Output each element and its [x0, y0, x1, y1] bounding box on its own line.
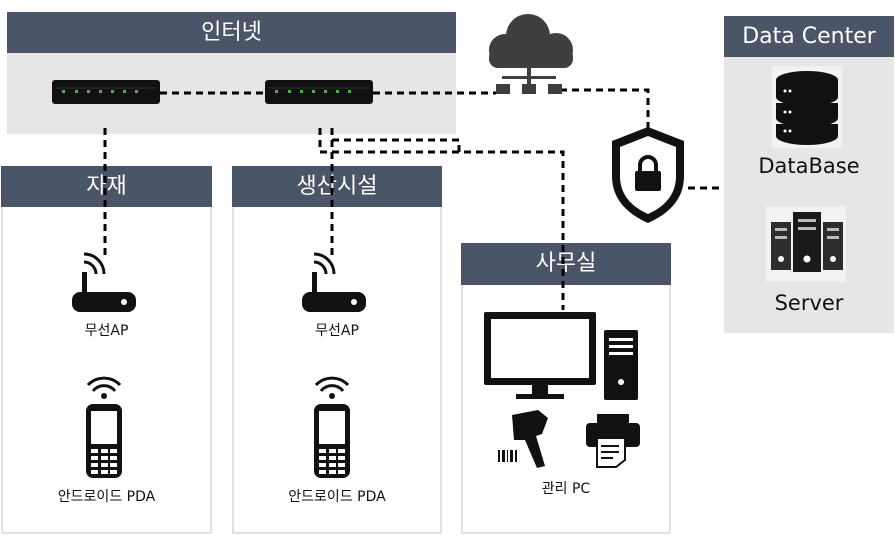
internet-header: 인터넷 [7, 12, 456, 53]
database-label: DataBase [758, 154, 860, 178]
database-icon [772, 66, 842, 148]
network-switch-icon-left [52, 80, 160, 104]
datacenter-header: Data Center [724, 16, 894, 57]
cloud-icon [489, 14, 573, 94]
android-pda-icon-production [314, 404, 350, 478]
wifi-icon-production [314, 376, 350, 399]
printer-icon [586, 414, 640, 468]
android-pda-icon-jajae [86, 404, 122, 478]
cloud-to-shield-line [560, 88, 650, 128]
wireless-ap-icon-production [302, 252, 366, 312]
production-pda-label: 안드로이드 PDA [288, 489, 386, 505]
office-pc-label: 관리 PC [541, 481, 591, 497]
monitor-icon [484, 312, 596, 399]
network-switch-icon-right [265, 80, 373, 104]
switch-to-office-line-1 [320, 150, 565, 310]
server-rack-icon [766, 206, 846, 282]
wifi-icon-jajae [86, 376, 122, 399]
barcode-scanner-icon [498, 410, 548, 468]
security-shield-icon [612, 127, 684, 223]
server-label: Server [774, 291, 844, 315]
office-header: 사무실 [461, 243, 671, 285]
pc-tower-icon [604, 330, 638, 400]
production-ap-label: 무선AP [315, 323, 359, 339]
production-header: 생산시설 [232, 166, 442, 207]
jajae-ap-label: 무선AP [84, 323, 129, 339]
jajae-pda-label: 안드로이드 PDA [57, 489, 156, 505]
switch-to-office-line-2 [332, 138, 461, 154]
connection-lines [103, 88, 724, 310]
wireless-ap-icon-jajae [72, 252, 136, 312]
